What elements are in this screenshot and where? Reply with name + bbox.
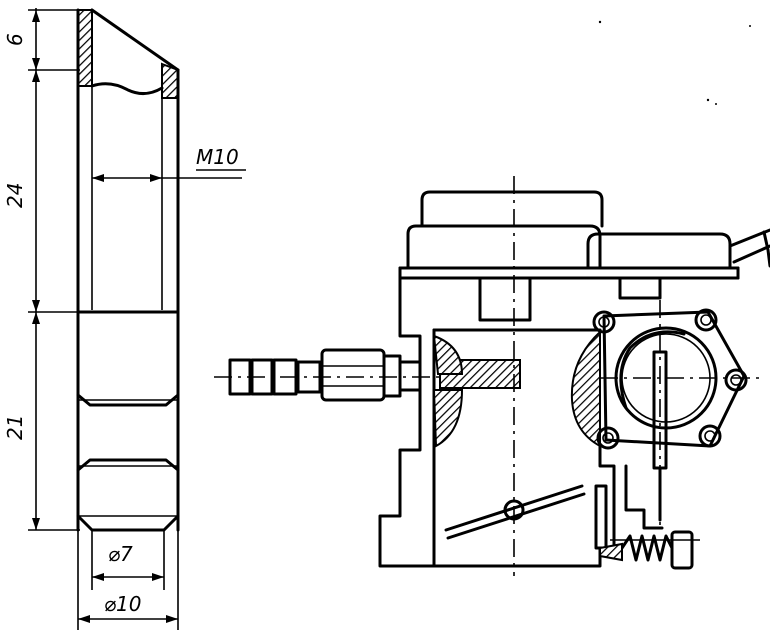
body-section-left — [432, 334, 464, 375]
vertical-dimensions: 6 24 21 — [3, 8, 80, 531]
dim-middle-height: 24 — [3, 183, 27, 208]
body-section-right — [570, 329, 601, 448]
dim-outer-diameter: ⌀10 — [104, 592, 142, 616]
nozzle-top-section-left — [77, 9, 93, 87]
thread-callout: M10 — [92, 145, 246, 182]
paper-specks — [598, 20, 751, 105]
dim-lower-height: 21 — [3, 415, 27, 440]
dim-thread: M10 — [196, 145, 239, 169]
diameter-dimensions: ⌀7 ⌀10 — [77, 530, 179, 630]
nozzle-part — [76, 8, 180, 532]
carburetor-assembly — [214, 176, 770, 576]
body-section-left-lower — [432, 389, 464, 448]
dim-top-height: 6 — [3, 33, 27, 46]
dim-inner-diameter: ⌀7 — [108, 542, 133, 566]
throttle-housing — [592, 300, 760, 530]
jet-screw — [214, 348, 521, 402]
idle-screw — [599, 530, 700, 570]
